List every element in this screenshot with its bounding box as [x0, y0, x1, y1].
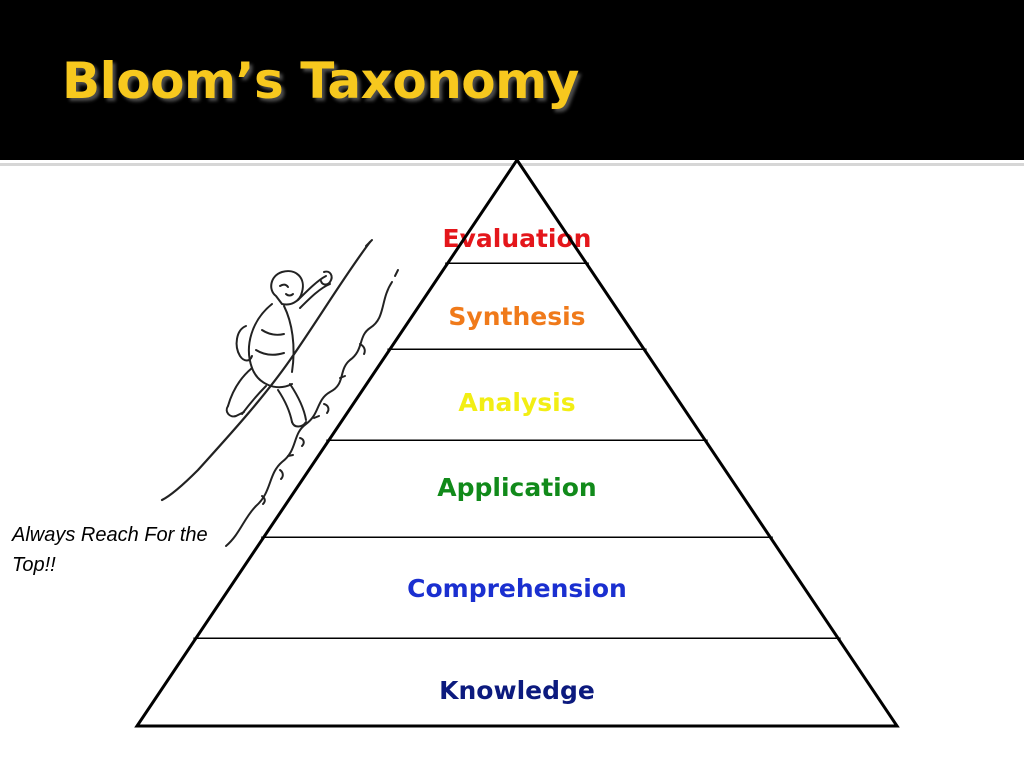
- caption-text: Always Reach For the Top!!: [12, 524, 208, 576]
- level-label-analysis: Analysis: [458, 388, 575, 417]
- level-label-evaluation: Evaluation: [443, 224, 592, 253]
- pyramid-outline: [134, 157, 900, 728]
- pyramid-level-evaluation: [447, 160, 587, 264]
- pyramid-level-knowledge: [137, 639, 897, 726]
- slide-title: Bloom’s Taxonomy: [62, 52, 579, 110]
- title-bar: Bloom’s Taxonomy: [0, 0, 1024, 160]
- pyramid-level-synthesis: [389, 264, 645, 350]
- pyramid-level-comprehension: [195, 538, 839, 639]
- pyramid-level-analysis: [328, 350, 706, 441]
- level-label-application: Application: [437, 473, 596, 502]
- pyramid-labels: EvaluationSynthesisAnalysisApplicationCo…: [407, 224, 627, 705]
- level-label-knowledge: Knowledge: [439, 676, 595, 705]
- pyramid-layers: [137, 160, 897, 726]
- title-divider: [0, 163, 1024, 166]
- level-label-synthesis: Synthesis: [448, 302, 585, 331]
- pyramid-level-application: [263, 441, 771, 538]
- level-label-comprehension: Comprehension: [407, 574, 627, 603]
